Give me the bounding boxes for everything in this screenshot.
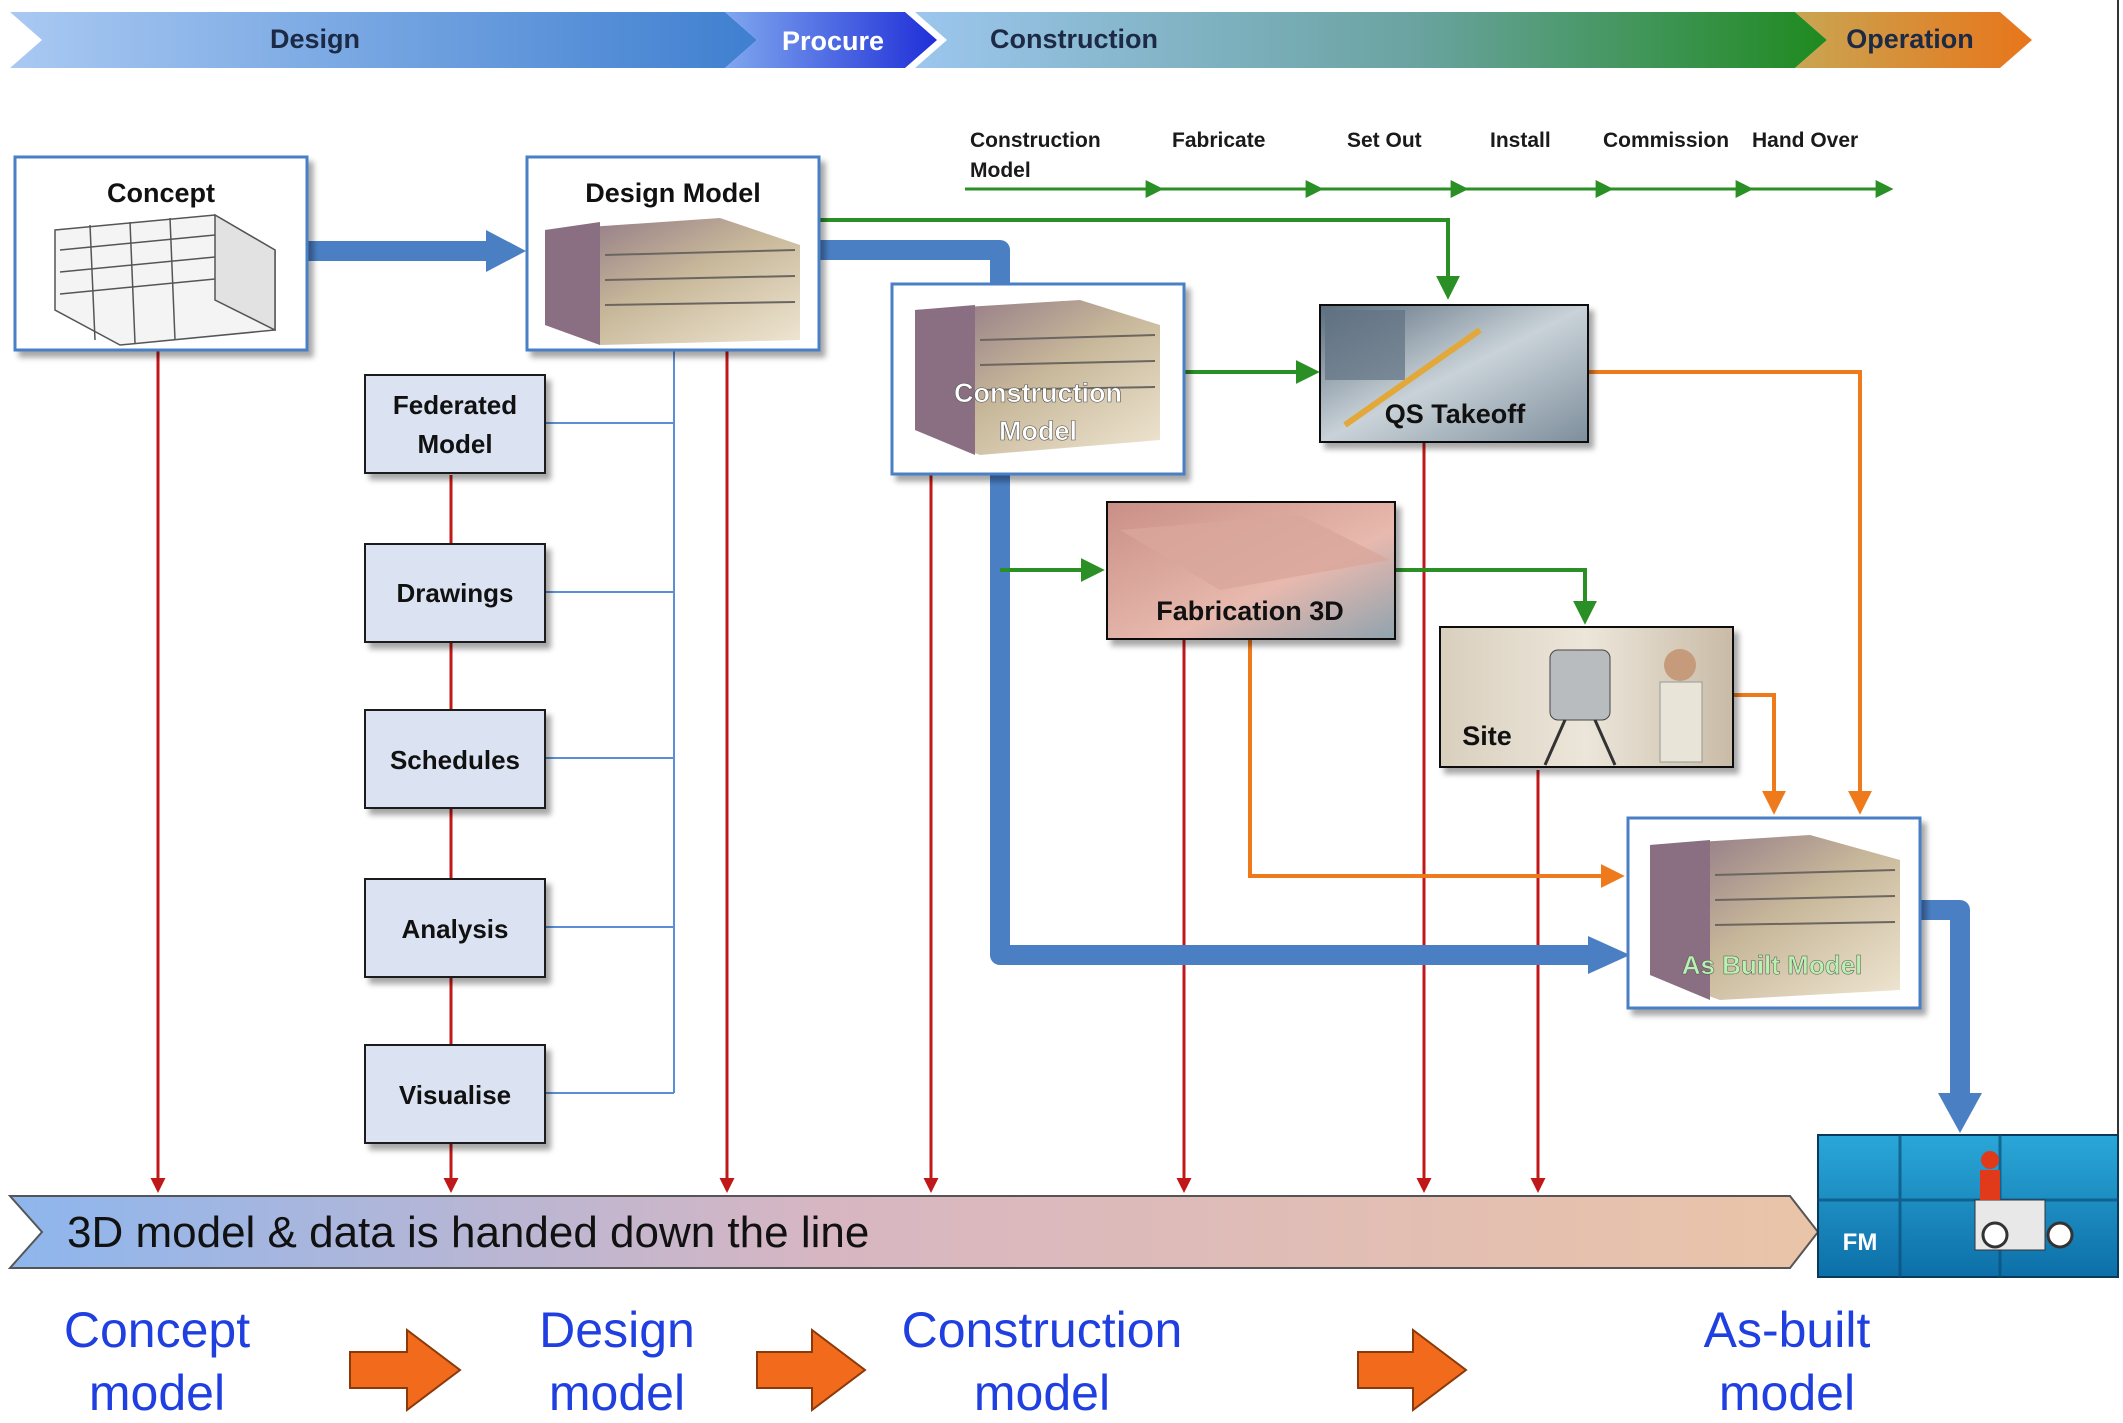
evolution-label: model	[89, 1365, 225, 1421]
fabrication-label: Fabrication 3D	[1156, 596, 1344, 626]
laser-scanner-icon	[1543, 649, 1703, 766]
as-built-building-icon	[1650, 835, 1900, 1000]
stage-procure	[725, 12, 937, 68]
steel-plate-icon	[1120, 515, 1390, 590]
deliverable-analysis	[364, 878, 546, 978]
step-setout-label: Set Out	[1347, 129, 1422, 152]
construction-model-label-2: Model	[999, 416, 1077, 446]
main-flow	[308, 230, 1982, 1133]
step-install-label: Install	[1490, 129, 1551, 152]
stage-design	[10, 12, 757, 68]
construction-steps: Construction Model Fabricate Set Out Ins…	[965, 129, 1894, 198]
orange-flows	[1248, 370, 1872, 888]
to-asbuilt-arrow	[1588, 936, 1630, 974]
deliverable-drawings	[364, 543, 546, 643]
fm-box: FM	[1817, 1134, 2119, 1278]
fm-label: FM	[1843, 1229, 1878, 1256]
green-flows	[818, 218, 1597, 625]
evolution-label: Concept	[64, 1302, 250, 1358]
deliverable-label: Federated	[393, 390, 517, 420]
deliverable-label: Schedules	[390, 745, 520, 775]
evolution-label: model	[549, 1365, 685, 1421]
deliverables: Federated Model Drawings Schedules Analy…	[364, 374, 546, 1144]
stage-design-label: Design	[270, 24, 360, 54]
deliverable-connectors	[545, 350, 675, 1094]
deliverable-label: Drawings	[396, 578, 513, 608]
stage-construction-label: Construction	[990, 24, 1158, 54]
construction-model-label: Construction	[954, 378, 1122, 408]
step-construction-label: Construction	[970, 129, 1101, 152]
construction-building-icon	[915, 300, 1160, 455]
site-label: Site	[1462, 721, 1512, 751]
evolution-label: model	[1719, 1365, 1855, 1421]
evolution-label: Design	[539, 1302, 695, 1358]
step-model-label: Model	[970, 159, 1031, 182]
stage-operation-label: Operation	[1846, 24, 1974, 54]
stage-construction	[915, 12, 1827, 68]
stage-procure-label: Procure	[782, 26, 884, 56]
to-fm-arrow	[1938, 1093, 1982, 1133]
deliverable-label: Visualise	[399, 1080, 511, 1110]
stage-bar: Design Procure Construction Operation	[10, 12, 2032, 68]
handdown-band: 3D model & data is handed down the line	[7, 1195, 1820, 1269]
evolution-arrow-icon	[349, 1327, 462, 1413]
concept-title: Concept	[107, 178, 215, 208]
step-commission-label: Commission	[1603, 129, 1729, 152]
stage-operation	[1795, 12, 2032, 68]
evolution-label: Construction	[902, 1302, 1183, 1358]
concept-building-sketch-icon	[54, 213, 276, 346]
deliverable-schedules	[364, 709, 546, 809]
evolution-label: model	[974, 1365, 1110, 1421]
design-building-icon	[545, 218, 800, 345]
step-handover-label: Hand Over	[1752, 129, 1858, 152]
concept-to-design-arrow	[486, 230, 526, 272]
deliverable-visualise	[364, 1044, 546, 1144]
model-evolution: Concept model Design model Construction …	[64, 1302, 1871, 1421]
calculator-icon	[1325, 310, 1482, 428]
deliverable-label: Model	[417, 429, 492, 459]
evolution-arrow-icon	[756, 1327, 867, 1413]
handdown-text: 3D model & data is handed down the line	[67, 1208, 869, 1257]
design-model-title: Design Model	[585, 178, 761, 208]
evolution-label: As-built	[1704, 1302, 1871, 1358]
qs-takeoff-label: QS Takeoff	[1385, 399, 1527, 429]
deliverable-federated-model	[364, 374, 546, 474]
step-fabricate-label: Fabricate	[1172, 129, 1265, 152]
evolution-arrow-icon	[1357, 1327, 1468, 1413]
as-built-model-label: As Built Model	[1682, 950, 1863, 980]
deliverable-label: Analysis	[402, 914, 509, 944]
